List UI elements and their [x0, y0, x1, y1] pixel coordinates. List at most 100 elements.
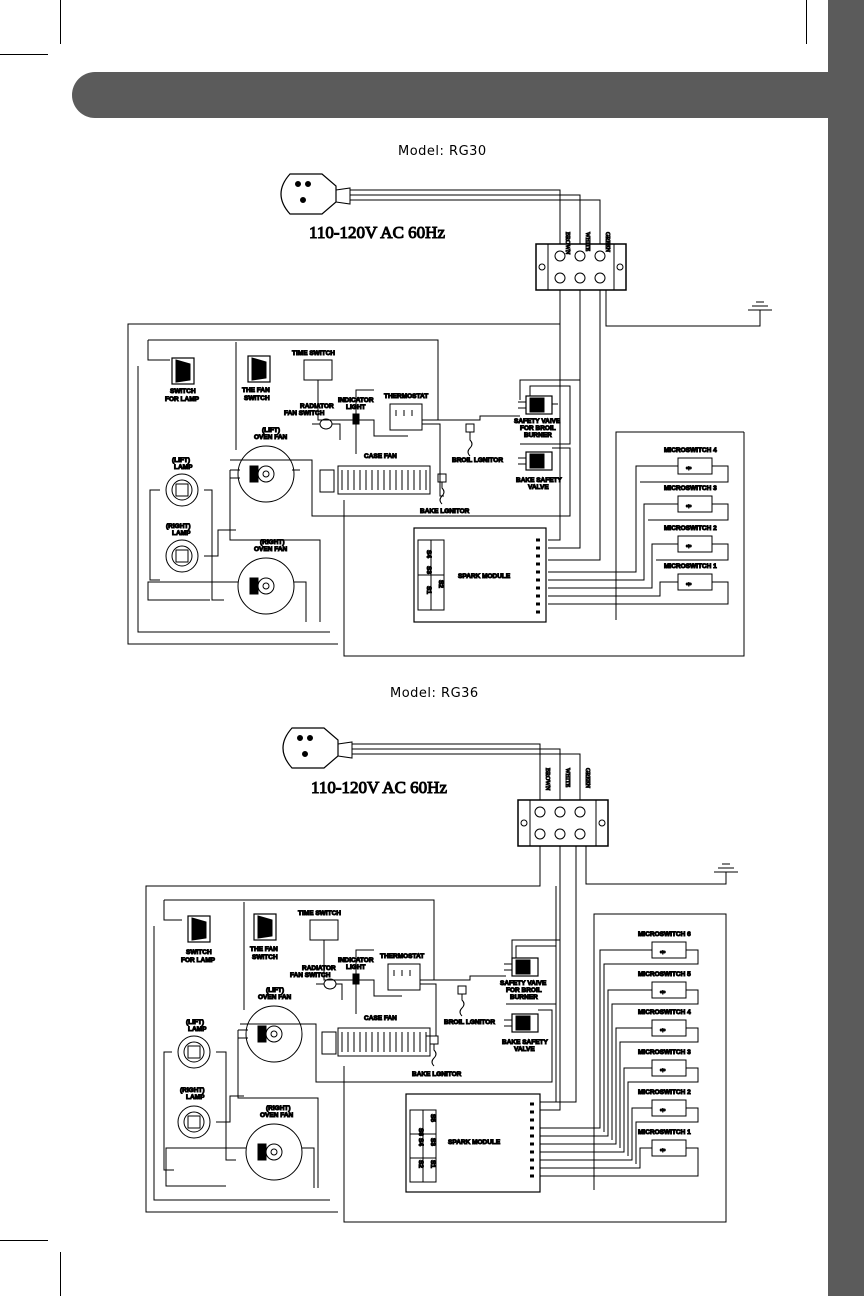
rg30-lift-fan-2: OVEN FAN	[254, 434, 288, 441]
rg30-safety-1: SAFETY VAIVE	[514, 418, 561, 425]
rg36-switch-lamp-1: SWITCH	[186, 949, 212, 956]
rg30-switch-lamp-1: SWITCH	[170, 388, 196, 395]
crop-mark	[60, 0, 61, 44]
safety-valve-broil	[518, 395, 558, 415]
rg30-s1: S1	[425, 586, 432, 594]
rg30-fan-switch-2: SWITCH	[244, 395, 270, 402]
lift-lamp	[165, 473, 199, 507]
rg30-title: Model: RG30	[398, 144, 487, 159]
rg36-ms5: MICROSWITCH 5	[638, 971, 691, 978]
rg36-safety-2: FOR BROIL	[506, 987, 542, 994]
rg30-s4: S4	[425, 550, 432, 558]
rg36-right-lamp-2: LAMP	[186, 1094, 205, 1101]
rg30-voltage: 110-120V AC 60Hz	[309, 223, 445, 242]
svg-text:o|o: o|o	[686, 503, 692, 508]
crop-mark	[0, 1240, 48, 1241]
indicator-light	[352, 973, 360, 985]
crop-mark	[806, 0, 807, 44]
rg36-ms6: MICROSWITCH 6	[638, 931, 691, 938]
rg30-lift-lamp-2: LAMP	[174, 464, 193, 471]
rg30-right-fan-1: (RIGHT)	[260, 539, 285, 546]
lift-oven-fan	[230, 445, 300, 503]
rg36-s1: S1	[429, 1160, 436, 1168]
rg36-safety-1: SAFETY VAIVE	[500, 980, 547, 987]
rg30-broil-ignitor: BROIL LGNITOR	[452, 457, 503, 464]
terminal-block	[517, 799, 609, 847]
rg30-wire-white: WHITE	[584, 232, 590, 252]
rg36-radiator-1: RADIATOR	[302, 965, 336, 972]
svg-text:o|o: o|o	[686, 581, 692, 586]
rg36-broil-ignitor: BROIL LGNITOR	[444, 1019, 495, 1026]
rg30-ms2: MICROSWITCH 2	[664, 525, 717, 532]
rg30-ms4: MICROSWITCH 4	[664, 447, 717, 454]
svg-text:o|o: o|o	[660, 1027, 666, 1032]
rg30-radiator-1: RADIATOR	[300, 403, 334, 410]
rg30-ms1: MICROSWITCH 1	[664, 563, 717, 570]
lift-oven-fan	[238, 1005, 303, 1063]
case-fan	[321, 1027, 431, 1057]
svg-text:o|o: o|o	[660, 1067, 666, 1072]
rg36-wire-white: WHITE	[564, 768, 570, 788]
rg30-fan-switch-1: THE FAN	[242, 387, 270, 394]
rg30-diagram: 110-120V AC 60Hz BROWN WHITE GREEN SWITC…	[127, 173, 772, 657]
rg30-lift-fan-1: (LIFT)	[262, 427, 280, 434]
right-lamp	[165, 539, 199, 573]
rg30-ms3: MICROSWITCH 3	[664, 485, 717, 492]
rg36-ms3: MICROSWITCH 3	[638, 1049, 691, 1056]
rg36-safety-3: BURNER	[510, 994, 538, 1001]
right-lamp	[177, 1105, 211, 1139]
rg36-radiator-2: FAN SWITCH	[290, 972, 331, 979]
rg30-spark-module: SPARK MODULE	[458, 573, 511, 580]
rg30-microswitches: o|o o|o o|o o|o	[677, 457, 713, 591]
rg30-time-switch: TIME SWITCH	[292, 350, 335, 357]
rg36-s4: S4	[417, 1138, 424, 1146]
svg-text:o|o: o|o	[686, 465, 692, 470]
rg30-radiator-2: FAN SWITCH	[284, 410, 325, 417]
spark-module	[413, 527, 547, 623]
rg36-ms4: MICROSWITCH 4	[638, 1009, 691, 1016]
crop-mark	[60, 1252, 61, 1296]
rg30-case-fan: CASE FAN	[364, 453, 397, 460]
rg36-lift-lamp-1: (LIFT)	[186, 1019, 204, 1026]
rg30-s2: S2	[437, 580, 444, 588]
indicator-light	[352, 413, 360, 425]
broil-ignitor	[465, 423, 475, 457]
rg36-thermostat: THERMOSTAT	[380, 953, 424, 960]
rg36-s5: S5	[429, 1114, 436, 1122]
rg36-lift-fan-1: (LIFT)	[266, 987, 284, 994]
rg36-ms2: MICROSWITCH 2	[638, 1089, 691, 1096]
rg36-title: Model: RG36	[390, 686, 479, 701]
power-plug	[280, 173, 351, 215]
rg36-right-fan-2: OVEN FAN	[260, 1112, 294, 1119]
fan-switch	[247, 355, 271, 383]
rg36-fan-switch-2: SWITCH	[252, 954, 278, 961]
rg36-s2: S2	[417, 1160, 424, 1168]
rg36-right-fan-1: (RIGHT)	[266, 1105, 291, 1112]
rg30-right-lamp-2: LAMP	[172, 530, 191, 537]
power-plug	[282, 727, 353, 769]
rg30-wire-green: GREEN	[604, 232, 610, 253]
rg30-bake-safety-1: BAKE SAFETY	[516, 477, 563, 484]
rg30-safety-2: FOR BROIL	[520, 425, 556, 432]
switch-for-lamp	[171, 357, 195, 385]
svg-text:o|o: o|o	[660, 1107, 666, 1112]
rg36-wire-green: GREEN	[584, 768, 590, 789]
terminal-block	[535, 243, 627, 291]
safety-valve-broil	[504, 957, 539, 977]
ground-symbol	[714, 863, 738, 876]
switch-for-lamp	[187, 915, 211, 943]
svg-text:o|o: o|o	[686, 543, 692, 548]
ground-symbol	[748, 301, 772, 314]
lift-lamp	[177, 1035, 211, 1069]
rg30-thermostat: THERMOSTAT	[384, 393, 428, 400]
time-switch-box	[309, 919, 339, 941]
rg30-s3: S3	[425, 566, 432, 574]
rg36-switch-lamp-2: FOR LAMP	[181, 957, 216, 964]
crop-mark	[0, 54, 48, 55]
bake-safety-valve	[518, 451, 553, 471]
bake-ignitor	[429, 1035, 439, 1067]
rg30-lift-lamp-1: (LIFT)	[172, 457, 190, 464]
thermostat	[389, 403, 423, 431]
rg36-bake-ignitor: BAKE LGNITOR	[412, 1071, 462, 1078]
rg30-switch-lamp-2: FOR LAMP	[165, 396, 200, 403]
